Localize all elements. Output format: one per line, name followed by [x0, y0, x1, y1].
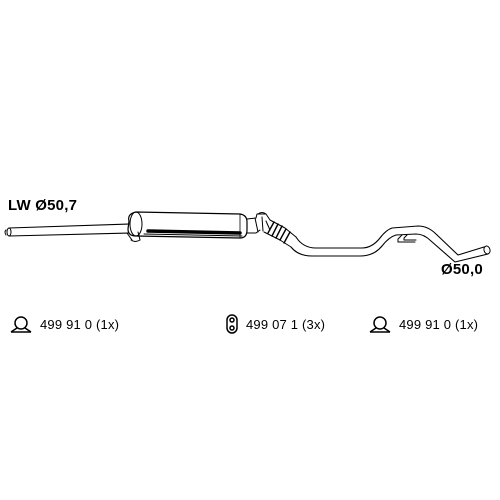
- part-number-label: 499 91 0 (1x): [399, 316, 479, 332]
- tail-pipe: [290, 225, 491, 263]
- tail-hanger: [397, 234, 417, 243]
- part-item-clamp-right: 499 91 0 (1x): [368, 314, 478, 334]
- clamp-icon: [369, 316, 391, 333]
- outlet-diameter-label: Ø50,0: [441, 261, 483, 278]
- middle-silencer: [127, 211, 248, 239]
- inlet-diameter-label: LW Ø50,7: [8, 197, 78, 214]
- connection-joint: [246, 212, 271, 234]
- flex-pipe: [263, 219, 297, 248]
- clamp-icon: [10, 316, 32, 333]
- part-number-label: 499 91 0 (1x): [40, 316, 120, 332]
- part-number-label: 499 07 1 (3x): [246, 316, 326, 332]
- inlet-pipe: [4, 223, 130, 237]
- part-item-hanger: 499 07 1 (3x): [225, 314, 325, 334]
- rubber-hanger-icon: [226, 314, 238, 334]
- part-item-clamp-left: 499 91 0 (1x): [9, 314, 119, 334]
